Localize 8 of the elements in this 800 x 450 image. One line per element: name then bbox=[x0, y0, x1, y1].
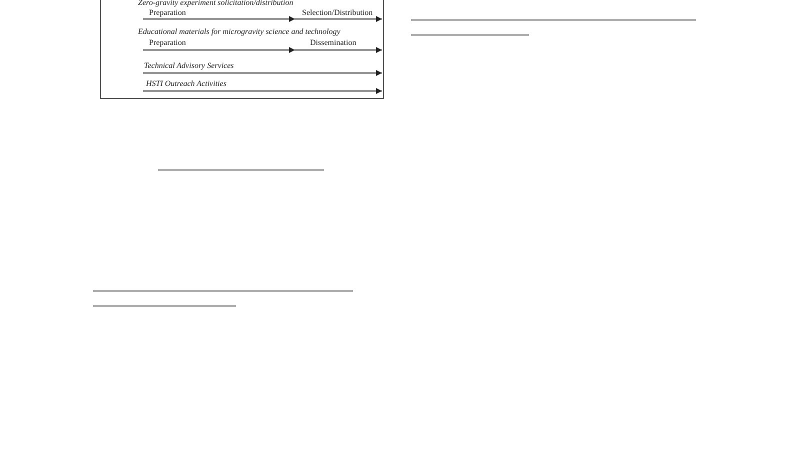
row-heading: Educational materials for microgravity science and technology bbox=[138, 27, 340, 36]
row-heading: Technical Advisory Services bbox=[144, 61, 234, 70]
row-heading: HSTI Outreach Activities bbox=[146, 79, 226, 88]
phase-label: Selection/Distribution bbox=[302, 8, 373, 17]
activity-frame bbox=[100, 0, 384, 99]
phase-label: Dissemination bbox=[310, 38, 356, 47]
phase-label: Preparation bbox=[149, 8, 186, 17]
phase-label: Preparation bbox=[149, 38, 186, 47]
